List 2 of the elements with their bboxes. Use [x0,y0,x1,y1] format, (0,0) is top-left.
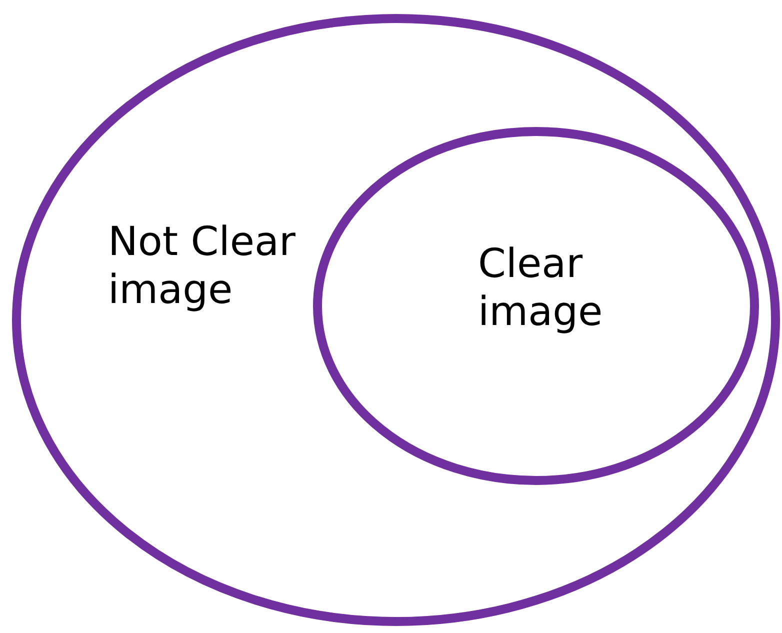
set-label: Clear image [478,240,604,336]
set-label: Not Clear image [108,218,296,314]
